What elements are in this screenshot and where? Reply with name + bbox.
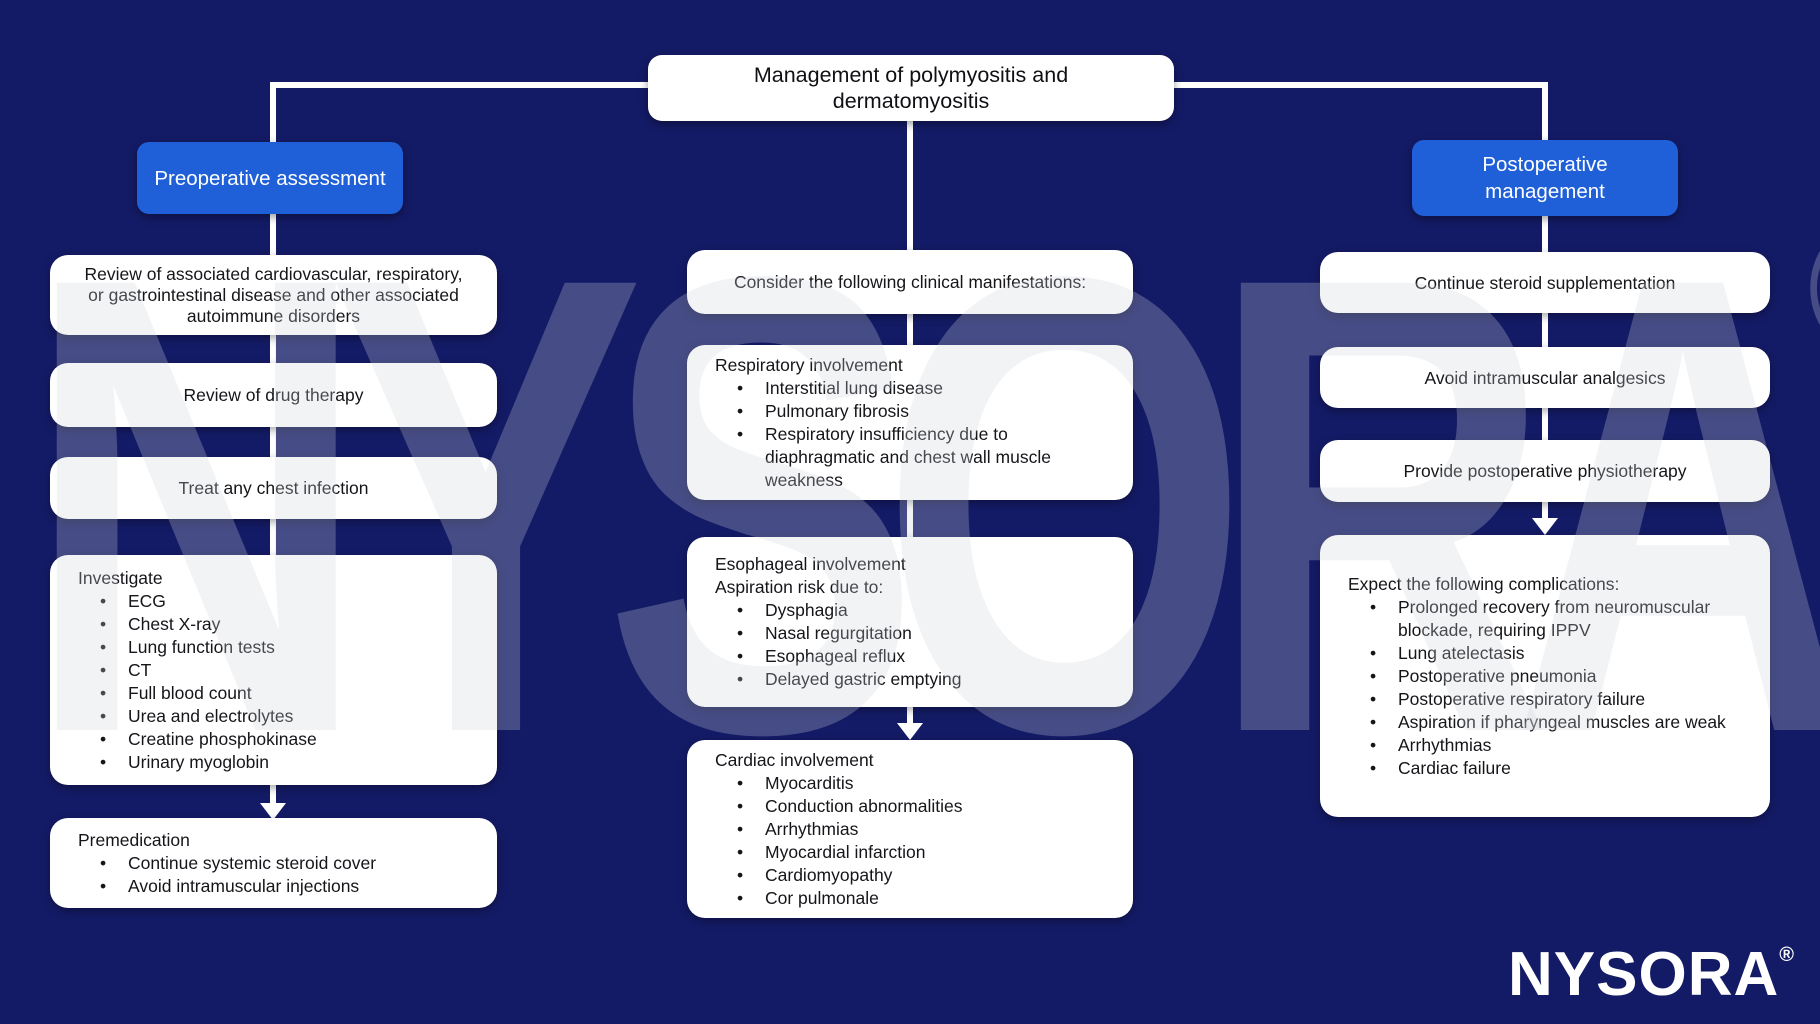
list-item: Myocarditis bbox=[715, 772, 1115, 795]
flow-arrow-left-shaft bbox=[270, 783, 276, 805]
drug-therapy-text: Review of drug therapy bbox=[183, 385, 364, 405]
preoperative-assessment-header: Preoperative assessment bbox=[137, 142, 403, 214]
list-item: Postoperative pneumonia bbox=[1348, 665, 1752, 688]
cardiac-title: Cardiac involvement bbox=[715, 749, 874, 770]
premedication-list: Continue systemic steroid cover Avoid in… bbox=[78, 852, 479, 898]
respiratory-list: Interstitial lung disease Pulmonary fibr… bbox=[715, 377, 1115, 492]
connector-right-3 bbox=[1542, 406, 1548, 442]
esophageal-list: Dysphagia Nasal regurgitation Esophageal… bbox=[715, 599, 1115, 691]
list-item: Lung function tests bbox=[78, 636, 479, 659]
connector-mid-2 bbox=[907, 498, 913, 537]
complications-list: Prolonged recovery from neuromuscular bl… bbox=[1348, 596, 1752, 780]
chest-infection-box: Treat any chest infection bbox=[50, 457, 497, 519]
list-item: Arrhythmias bbox=[715, 818, 1115, 841]
list-item: Full blood count bbox=[78, 682, 479, 705]
list-item: Dysphagia bbox=[715, 599, 1115, 622]
connector-left-1 bbox=[270, 212, 276, 255]
investigate-box: Investigate ECG Chest X-ray Lung functio… bbox=[50, 555, 497, 785]
list-item: Aspiration if pharyngeal muscles are wea… bbox=[1348, 711, 1752, 734]
connector-right-2 bbox=[1542, 311, 1548, 347]
flow-arrow-right-icon bbox=[1532, 518, 1558, 535]
postoperative-management-header: Postoperative management bbox=[1412, 140, 1678, 216]
steroid-supplementation-box: Continue steroid supplementation bbox=[1320, 252, 1770, 313]
list-item: Urea and electrolytes bbox=[78, 705, 479, 728]
cardiac-box: Cardiac involvement Myocarditis Conducti… bbox=[687, 740, 1133, 918]
registered-icon: ® bbox=[1779, 944, 1794, 966]
list-item: Avoid intramuscular injections bbox=[78, 875, 479, 898]
list-item: Pulmonary fibrosis bbox=[715, 400, 1115, 423]
copyright-icon: © bbox=[1808, 196, 1820, 380]
preoperative-assessment-label: Preoperative assessment bbox=[154, 166, 386, 190]
esophageal-box: Esophageal involvement Aspiration risk d… bbox=[687, 537, 1133, 707]
list-item: Lung atelectasis bbox=[1348, 642, 1752, 665]
connector-right-1 bbox=[1542, 213, 1548, 252]
connector-left-2 bbox=[270, 331, 276, 365]
connector-mid-1 bbox=[907, 312, 913, 345]
nysora-logo-text: NYSORA bbox=[1507, 940, 1780, 1009]
diagram-title: Management of polymyositis and dermatomy… bbox=[648, 55, 1174, 121]
list-item: Conduction abnormalities bbox=[715, 795, 1115, 818]
connector-top-left-horizontal bbox=[270, 82, 651, 88]
list-item: Chest X-ray bbox=[78, 613, 479, 636]
connector-left-3 bbox=[270, 426, 276, 459]
cardiac-list: Myocarditis Conduction abnormalities Arr… bbox=[715, 772, 1115, 910]
flow-arrow-right-shaft bbox=[1542, 500, 1548, 520]
physiotherapy-box: Provide postoperative physiotherapy bbox=[1320, 440, 1770, 502]
investigate-title: Investigate bbox=[78, 567, 163, 588]
premedication-box: Premedication Continue systemic steroid … bbox=[50, 818, 497, 908]
list-item: Respiratory insufficiency due to diaphra… bbox=[715, 423, 1115, 492]
connector-title-to-consider bbox=[907, 119, 913, 250]
connector-left-4 bbox=[270, 516, 276, 557]
steroid-supplementation-text: Continue steroid supplementation bbox=[1414, 272, 1676, 293]
list-item: Arrhythmias bbox=[1348, 734, 1752, 757]
review-disease-box: Review of associated cardiovascular, res… bbox=[50, 255, 497, 335]
connector-right-stub bbox=[1542, 82, 1548, 144]
list-item: Cardiac failure bbox=[1348, 757, 1752, 780]
list-item: Interstitial lung disease bbox=[715, 377, 1115, 400]
connector-top-right-horizontal bbox=[1171, 82, 1548, 88]
diagram-title-text: Management of polymyositis and dermatomy… bbox=[753, 63, 1069, 113]
physiotherapy-text: Provide postoperative physiotherapy bbox=[1403, 461, 1687, 481]
connector-left-stub bbox=[270, 82, 276, 144]
investigate-list: ECG Chest X-ray Lung function tests CT F… bbox=[78, 590, 479, 774]
list-item: Cardiomyopathy bbox=[715, 864, 1115, 887]
drug-therapy-box: Review of drug therapy bbox=[50, 363, 497, 427]
list-item: Nasal regurgitation bbox=[715, 622, 1115, 645]
chest-infection-text: Treat any chest infection bbox=[178, 478, 369, 498]
list-item: ECG bbox=[78, 590, 479, 613]
avoid-analgesics-box: Avoid intramuscular analgesics bbox=[1320, 347, 1770, 408]
postoperative-management-label: Postoperative management bbox=[1482, 153, 1608, 203]
respiratory-title: Respiratory involvement bbox=[715, 354, 903, 375]
list-item: Creatine phosphokinase bbox=[78, 728, 479, 751]
list-item: CT bbox=[78, 659, 479, 682]
flow-arrow-mid-icon bbox=[897, 723, 923, 740]
list-item: Cor pulmonale bbox=[715, 887, 1115, 910]
flow-arrow-left-icon bbox=[260, 803, 286, 820]
list-item: Myocardial infarction bbox=[715, 841, 1115, 864]
premedication-title: Premedication bbox=[78, 829, 190, 850]
list-item: Continue systemic steroid cover bbox=[78, 852, 479, 875]
complications-title: Expect the following complications: bbox=[1348, 573, 1620, 594]
esophageal-title: Esophageal involvement bbox=[715, 554, 906, 574]
list-item: Postoperative respiratory failure bbox=[1348, 688, 1752, 711]
respiratory-box: Respiratory involvement Interstitial lun… bbox=[687, 345, 1133, 500]
avoid-analgesics-text: Avoid intramuscular analgesics bbox=[1424, 367, 1666, 388]
list-item: Delayed gastric emptying bbox=[715, 668, 1115, 691]
review-disease-text: Review of associated cardiovascular, res… bbox=[84, 263, 463, 326]
list-item: Prolonged recovery from neuromuscular bl… bbox=[1348, 596, 1752, 642]
consider-text: Consider the following clinical manifest… bbox=[733, 272, 1087, 292]
complications-box: Expect the following complications: Prol… bbox=[1320, 535, 1770, 817]
list-item: Urinary myoglobin bbox=[78, 751, 479, 774]
nysora-logo: NYSORA® bbox=[1508, 944, 1794, 1006]
consider-box: Consider the following clinical manifest… bbox=[687, 250, 1133, 314]
esophageal-subtitle: Aspiration risk due to: bbox=[715, 577, 884, 597]
list-item: Esophageal reflux bbox=[715, 645, 1115, 668]
flow-arrow-mid-shaft bbox=[907, 705, 913, 725]
